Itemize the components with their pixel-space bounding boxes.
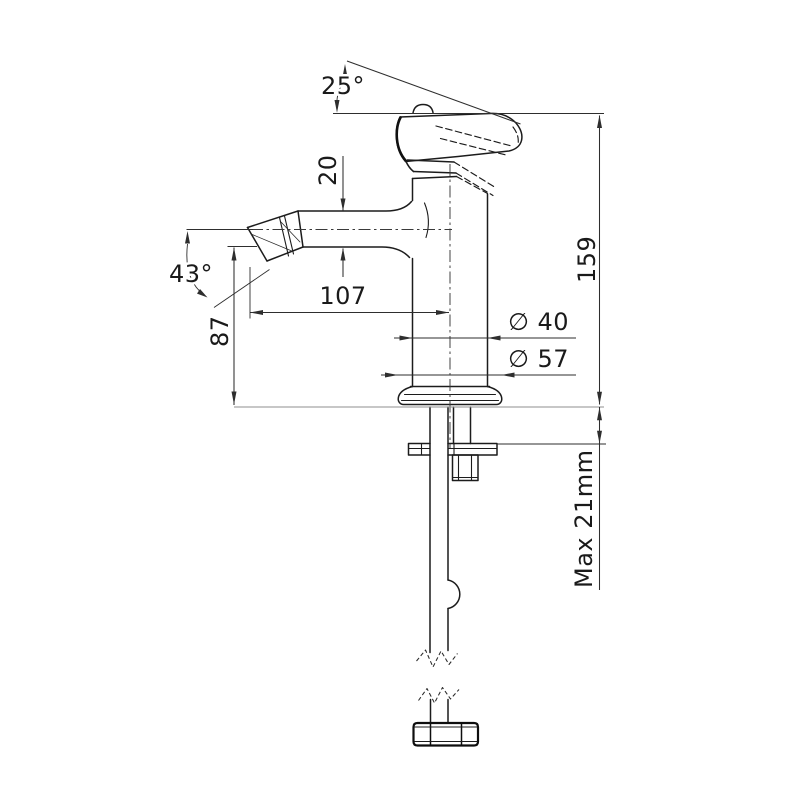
body-shoulder-hidden [455,175,489,195]
hose-end [412,698,480,747]
dim-25-arrow-down [334,100,340,113]
dim-25-arrow-up [342,64,348,77]
dim-overall-height-159: 159 [571,115,604,405]
dim-20-arrow-down [340,198,346,211]
spout-joint-curve [423,202,429,239]
washer-left-part [407,442,431,456]
aerator-outlet-face [246,226,268,262]
dim-handle-angle-25: 25° [319,60,604,125]
dim-40-label: ∅ 40 [508,308,569,336]
dim-159-arrow-down [597,391,602,405]
handle-cap-left-edge [395,116,408,163]
faucet-outline [186,103,523,747]
spout-top-line [297,200,413,212]
mounting-nut-outline [451,454,479,482]
dim-aerator-angle-43: 43° [167,229,270,308]
dim-body-diameter-40: ∅ 40 [394,306,576,341]
dim-max21-label: Max 21mm [570,449,598,588]
fixing-set [407,406,498,654]
aerator-band-line-1 [278,216,290,257]
washer-right-part [447,442,498,456]
dim-spout-reach-107: 107 [249,267,449,319]
dim-max-deck-thickness-21: Max 21mm [497,407,606,591]
collar-line-2-hidden [455,172,494,197]
aerator-reflection-line-2 [280,221,301,243]
dim-25-slant-line [346,60,521,125]
collar-left-edge [405,160,415,173]
dim-159-arrow-up [597,115,602,128]
dim-base-diameter-57: ∅ 57 [381,343,576,378]
dim-57-arrow-right [501,372,515,378]
dim-20-arrow-up [340,248,346,261]
break-zigzag-upper [416,649,458,668]
aerator-reflection-line-1 [250,233,294,252]
aerator-band-line-2 [283,215,295,255]
dim-107-arrow-left [250,310,263,315]
handle-hidden-line-2 [439,137,507,156]
handle-hidden-line-1 [435,125,513,147]
spout [297,200,413,259]
collar-line-1-hidden [453,161,496,188]
dim-25-arc [336,77,345,101]
dim-43-arrow-up [185,231,190,244]
handle-hidden-tip-arc [512,126,519,145]
dim-107-label: 107 [319,282,366,310]
tube-break [416,649,460,704]
spout-bottom-line [302,246,411,259]
dim-25-label: 25° [321,72,365,100]
dim-20-label: 20 [314,154,342,186]
handle-top-button [412,103,434,114]
lever-handle [395,103,523,163]
dim-57-arrow-left [385,372,398,378]
dim-spout-tube-20: 20 [312,152,346,277]
dim-40-arrow-left [399,335,413,341]
dim-outlet-height-87: 87 [204,246,257,405]
dim-87-label: 87 [206,315,234,347]
break-zigzag-lower [418,686,460,704]
dim-43-slant-extension [213,269,270,308]
dim-40-arrow-right [487,335,501,341]
spout-end-joint-line [297,210,304,248]
collar-line-1 [406,159,455,163]
handle-collar [405,159,496,197]
tube-side-boss [447,579,461,610]
dim-159-label: 159 [573,236,601,283]
body-cylinder [411,177,489,388]
hose-hex-nut-outline [412,721,480,747]
dim-max21-arrow-down [597,430,602,444]
dim-43-label: 43° [169,260,213,288]
dim-87-arrow-down [231,391,237,405]
body-shoulder-line [411,175,458,180]
dim-43-arrow-end [197,289,208,298]
dim-87-arrow-up [231,247,237,261]
dim-57-label: ∅ 57 [508,345,569,373]
dim-max21-arrow-up [597,407,602,421]
aerator-tip [246,210,304,262]
collar-line-2 [412,170,457,174]
aerator-top-edge [246,210,299,229]
dim-107-arrow-right [436,310,449,315]
aerator-bottom-edge [266,246,304,262]
